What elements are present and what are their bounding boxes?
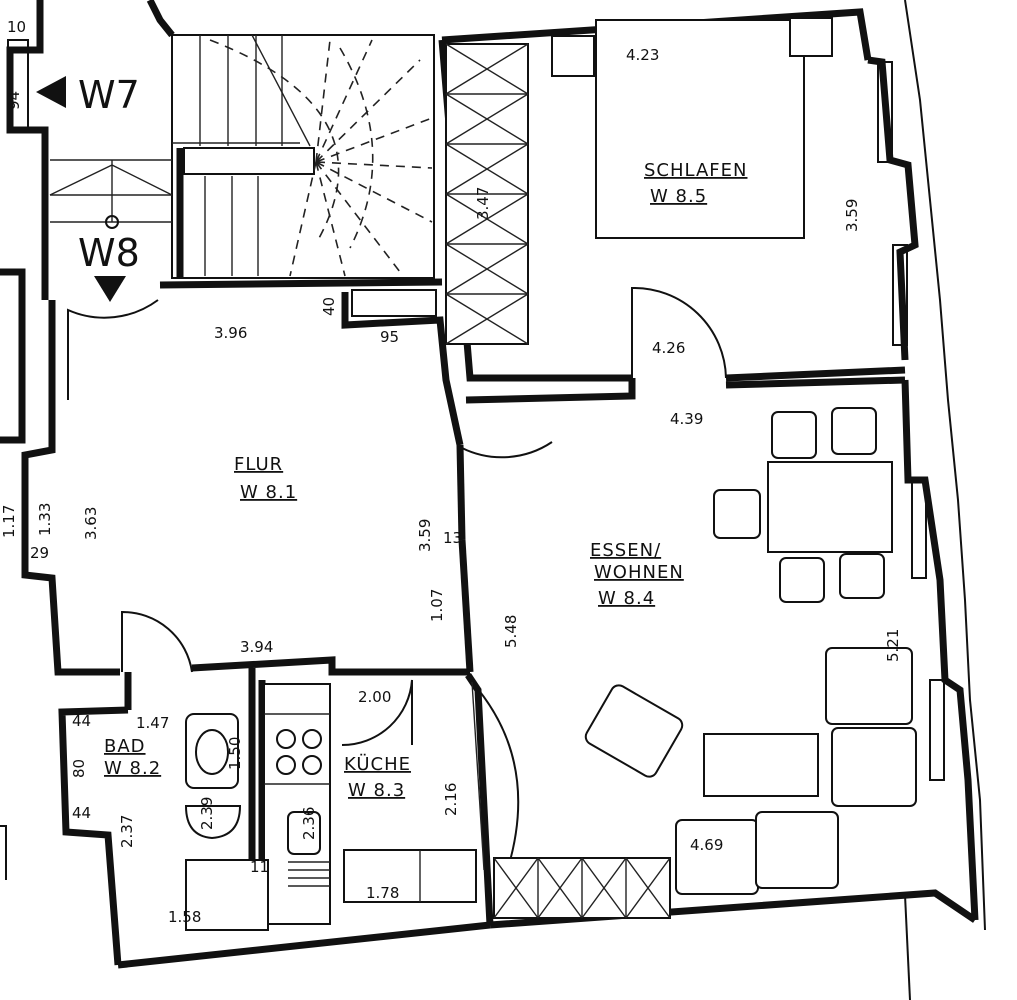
w8-marker-icon	[94, 276, 126, 302]
dim-44-bottom: 44	[72, 804, 91, 822]
kitchen-counter	[263, 683, 331, 925]
dim-1-58: 1.58	[168, 908, 201, 926]
dim-44-top: 44	[72, 712, 91, 730]
bad-name: BAD	[104, 736, 146, 757]
kueche-code: W 8.3	[348, 780, 405, 801]
room-bad: BAD W 8.2 1.47 44 80 44 2.37 1.50 2.39 1…	[70, 668, 269, 931]
bed	[595, 19, 805, 239]
dim-4-39: 4.39	[670, 410, 703, 428]
dim-3-59-bed: 3.59	[843, 199, 861, 232]
coffee-table	[703, 733, 819, 797]
room-essen-wohnen: ESSEN/ WOHNEN W 8.4 4.39 5.48 5.21 4.69	[465, 376, 917, 926]
dim-1-47: 1.47	[136, 714, 169, 732]
room-flur: FLUR W 8.1 3.96 40 95 3.63 1.33 1.17 29 …	[0, 278, 553, 676]
corridor-left: W7 W8 10 94	[0, 0, 175, 880]
dim-3-47: 3.47	[474, 187, 492, 220]
dim-94: 94	[5, 91, 23, 110]
stairwell	[171, 34, 435, 279]
bad-code: W 8.2	[104, 758, 161, 779]
dim-3-96: 3.96	[214, 324, 247, 342]
dim-80: 80	[70, 759, 88, 778]
essen-name-1: ESSEN/	[590, 540, 661, 561]
dim-10: 10	[7, 18, 26, 36]
w7-label: W7	[78, 73, 140, 117]
dim-3-63: 3.63	[82, 507, 100, 540]
dim-13: 13	[443, 529, 462, 547]
dining-table	[767, 461, 893, 553]
schlafen-code: W 8.5	[650, 186, 707, 207]
dim-3-59-flur: 3.59	[416, 519, 434, 552]
w7-marker-icon	[36, 76, 66, 108]
dim-1-17: 1.17	[0, 505, 18, 538]
dim-1-78: 1.78	[366, 884, 399, 902]
outer-walls	[58, 0, 986, 1000]
dim-11: 11	[250, 858, 269, 876]
dim-1-33: 1.33	[36, 503, 54, 536]
flur-name: FLUR	[234, 454, 283, 475]
room-schlafen: SCHLAFEN W 8.5 4.23 3.47 3.59 4.26	[438, 17, 906, 382]
dim-2-00: 2.00	[358, 688, 391, 706]
shower	[185, 859, 269, 931]
dim-29: 29	[30, 544, 49, 562]
dim-4-26: 4.26	[652, 339, 685, 357]
toilet	[184, 805, 242, 840]
washbasin	[185, 713, 239, 789]
flur-code: W 8.1	[240, 482, 297, 503]
dim-2-16: 2.16	[442, 783, 460, 816]
w8-label: W8	[78, 231, 140, 275]
schlafen-name: SCHLAFEN	[644, 160, 747, 181]
dim-40: 40	[320, 297, 338, 316]
sofa-right	[825, 647, 913, 725]
sofa-bottom	[675, 819, 759, 895]
dim-2-39: 2.39	[198, 797, 216, 830]
dim-4-23: 4.23	[626, 46, 659, 64]
essen-code: W 8.4	[598, 588, 655, 609]
kueche-name: KÜCHE	[344, 753, 411, 775]
dim-5-48: 5.48	[502, 615, 520, 648]
dim-3-94: 3.94	[240, 638, 273, 656]
dim-5-21: 5.21	[884, 629, 902, 662]
dim-95: 95	[380, 328, 399, 346]
room-kueche: KÜCHE W 8.3 2.00 2.36 2.16 1.78	[258, 679, 477, 925]
dim-2-37: 2.37	[118, 815, 136, 848]
dim-1-07: 1.07	[428, 589, 446, 622]
dim-1-50: 1.50	[226, 737, 244, 770]
dim-2-36: 2.36	[300, 807, 318, 840]
dim-4-69: 4.69	[690, 836, 723, 854]
essen-name-2: WOHNEN	[594, 562, 684, 583]
armchair	[584, 684, 684, 778]
